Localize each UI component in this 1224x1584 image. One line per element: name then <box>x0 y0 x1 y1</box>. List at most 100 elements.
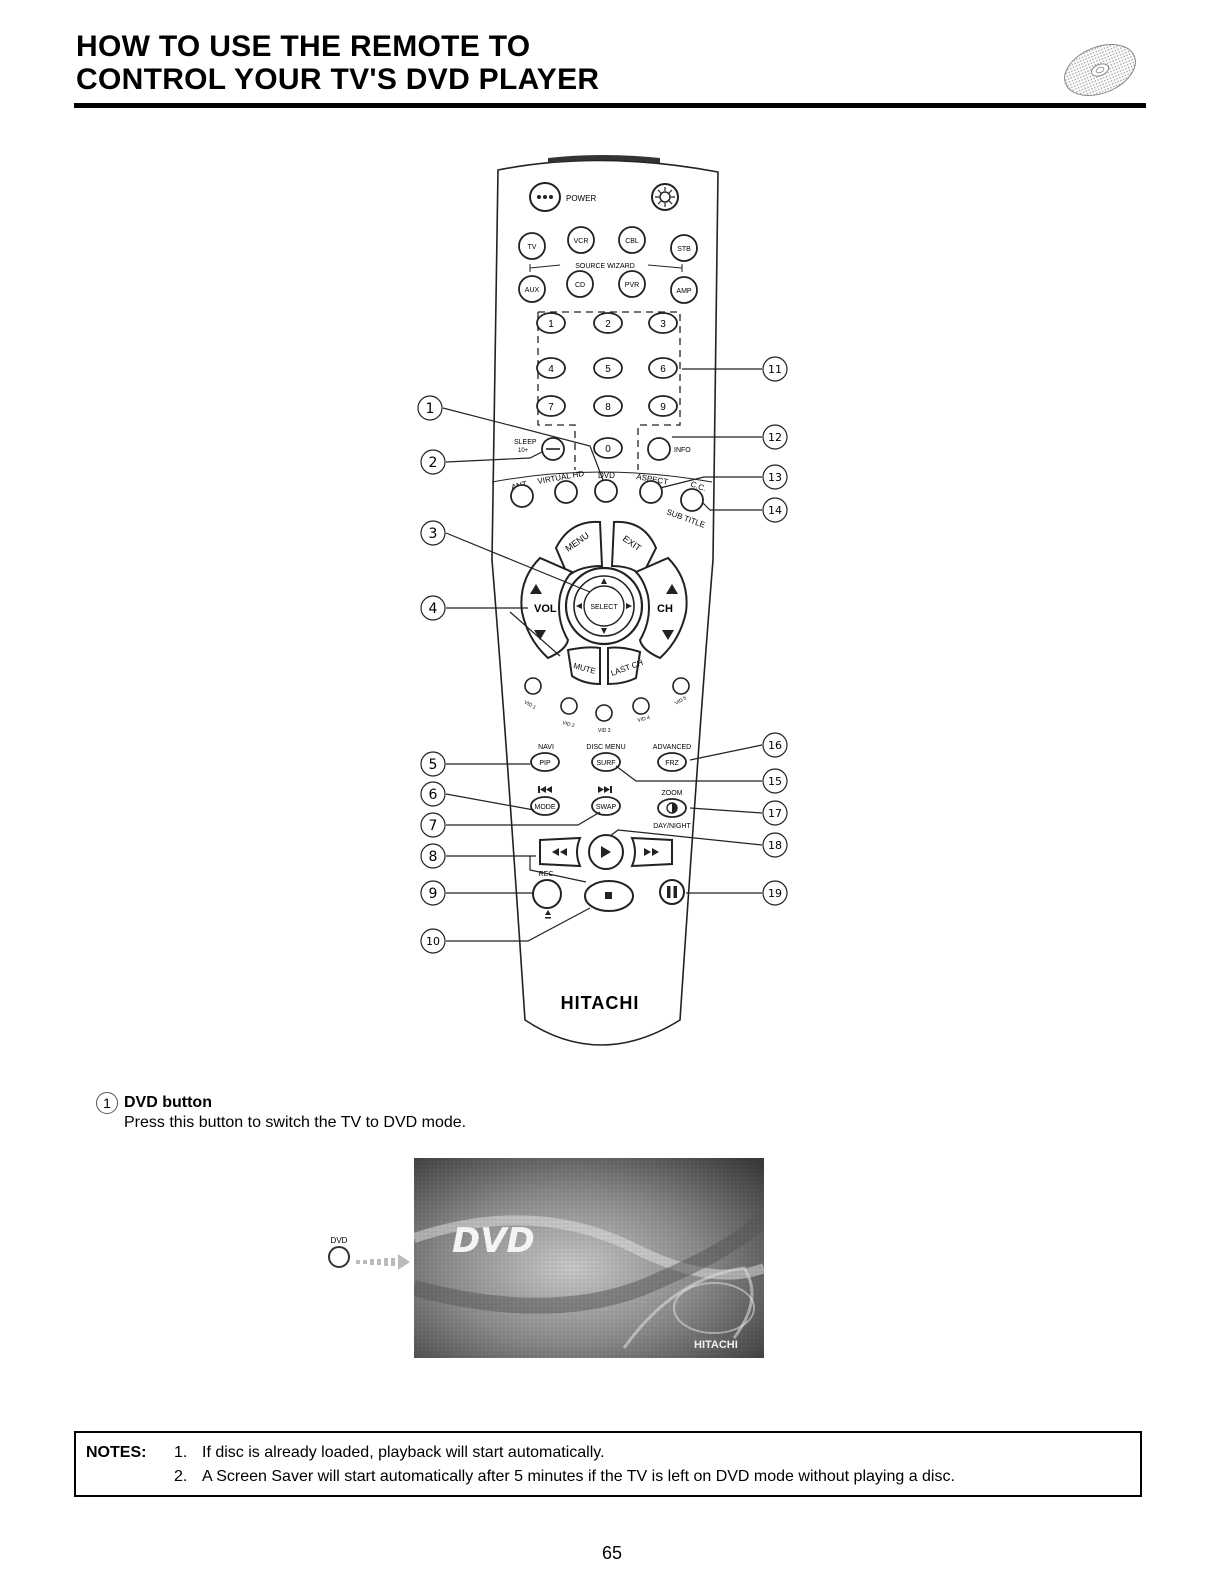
digit-5-label: 5 <box>605 364 611 375</box>
surf-button[interactable] <box>591 752 621 772</box>
vid1-label: VID 1 <box>523 700 537 712</box>
callout-18: 18 <box>762 832 788 858</box>
stb-label: STB <box>677 246 691 253</box>
note-1-text: If disc is already loaded, playback will… <box>202 1444 605 1461</box>
screen-dvd-logo: DVD <box>452 1221 535 1261</box>
digit-1-button[interactable]: 1 <box>536 312 566 334</box>
mute-button[interactable] <box>566 646 601 686</box>
svg-text:2: 2 <box>429 455 438 471</box>
callout-17: 17 <box>762 800 788 826</box>
power-label: POWER <box>566 194 596 203</box>
dvd-screen-image: DVD HITACHI <box>414 1158 764 1358</box>
power-button[interactable] <box>529 182 561 212</box>
vid3-button[interactable] <box>595 704 613 722</box>
info-label: INFO <box>674 447 691 454</box>
vid1-button[interactable] <box>524 677 542 695</box>
ch-label: CH <box>657 603 673 615</box>
stb-button[interactable] <box>670 234 698 262</box>
digit-1-label: 1 <box>548 319 554 330</box>
digit-0-button[interactable]: 0 <box>593 437 623 459</box>
zoom-button[interactable] <box>657 798 687 818</box>
digit-3-label: 3 <box>660 319 666 330</box>
fast-forward-button[interactable] <box>630 836 673 868</box>
dvd-mini-button: DVD <box>328 1236 350 1268</box>
advanced-label: ADVANCED <box>653 744 691 751</box>
digit-6-label: 6 <box>660 364 666 375</box>
cc-button[interactable] <box>680 488 704 512</box>
frz-label: FRZ <box>665 760 679 767</box>
vcr-label: VCR <box>574 238 589 245</box>
vcr-button[interactable] <box>567 226 595 254</box>
light-button[interactable] <box>651 183 679 211</box>
svg-text:3: 3 <box>429 526 438 542</box>
svg-text:5: 5 <box>429 757 438 773</box>
digit-7-button[interactable]: 7 <box>536 395 566 417</box>
info-button[interactable] <box>647 437 671 461</box>
select-pad[interactable]: SELECT <box>564 566 644 646</box>
aspect-button[interactable] <box>639 480 663 504</box>
dvd-mini-label: DVD <box>330 1236 348 1245</box>
item-heading: DVD button <box>124 1094 212 1111</box>
pause-button[interactable] <box>659 879 685 905</box>
cd-label: CD <box>575 282 585 289</box>
item-number: 1 <box>96 1092 118 1114</box>
svg-text:7: 7 <box>429 818 438 834</box>
digit-8-button[interactable]: 8 <box>593 395 623 417</box>
note-1-number: 1. <box>174 1444 188 1461</box>
vid5-label: VID 5 <box>674 695 688 707</box>
svg-text:1: 1 <box>426 401 435 417</box>
digit-2-button[interactable]: 2 <box>593 312 623 334</box>
cd-button[interactable] <box>566 270 594 298</box>
play-button[interactable] <box>588 834 624 870</box>
callout-14: 14 <box>762 497 788 523</box>
virtual-hd-button[interactable] <box>554 480 578 504</box>
stop-button[interactable] <box>584 880 634 912</box>
callout-12: 12 <box>762 424 788 450</box>
swap-button[interactable] <box>591 796 621 816</box>
callout-3: 3 <box>420 520 446 546</box>
source-wizard-label: SOURCE WIZARD <box>575 263 635 270</box>
tv-button[interactable] <box>518 232 546 260</box>
page-number: 65 <box>601 1543 623 1563</box>
digit-5-button[interactable]: 5 <box>593 357 623 379</box>
rewind-button[interactable] <box>539 836 582 868</box>
title-line-1: HOW TO USE THE REMOTE TO <box>76 30 531 63</box>
aux-button[interactable] <box>518 275 546 303</box>
frz-button[interactable] <box>657 752 687 772</box>
pvr-button[interactable] <box>618 270 646 298</box>
dvd-button[interactable] <box>594 479 618 503</box>
digit-8-label: 8 <box>605 402 611 413</box>
sleep-label: SLEEP <box>514 439 537 446</box>
vid4-button[interactable] <box>632 697 650 715</box>
amp-button[interactable] <box>670 276 698 304</box>
last-ch-button[interactable] <box>607 646 642 686</box>
menu-button[interactable] <box>554 520 604 578</box>
callout-6: 6 <box>420 781 446 807</box>
navi-label: NAVI <box>538 744 554 751</box>
select-label: SELECT <box>590 604 618 611</box>
sleep-button[interactable] <box>541 437 565 461</box>
svg-text:12: 12 <box>768 431 782 444</box>
vid5-button[interactable] <box>672 677 690 695</box>
zoom-label: ZOOM <box>662 790 683 797</box>
brand-logo: HITACHI <box>561 993 640 1013</box>
rec-button[interactable] <box>532 879 562 909</box>
skip-back-icon <box>538 786 552 793</box>
sleep-sub-label: 10+ <box>518 448 529 454</box>
vid2-button[interactable] <box>560 697 578 715</box>
digit-0-label: 0 <box>605 444 611 455</box>
swap-label: SWAP <box>596 804 617 811</box>
ant-button[interactable] <box>510 484 534 508</box>
digit-4-button[interactable]: 4 <box>536 357 566 379</box>
vid4-label: VID 4 <box>637 715 651 724</box>
digit-9-button[interactable]: 9 <box>648 395 678 417</box>
cbl-button[interactable] <box>618 226 646 254</box>
pip-button[interactable] <box>530 752 560 772</box>
svg-text:10: 10 <box>426 935 440 948</box>
mode-button[interactable] <box>530 796 560 816</box>
ch-button[interactable] <box>634 556 688 660</box>
dvd-mini-circle <box>328 1246 350 1268</box>
title-line-2: CONTROL YOUR TV'S DVD PLAYER <box>76 63 600 96</box>
digit-3-button[interactable]: 3 <box>648 312 678 334</box>
digit-6-button[interactable]: 6 <box>648 357 678 379</box>
